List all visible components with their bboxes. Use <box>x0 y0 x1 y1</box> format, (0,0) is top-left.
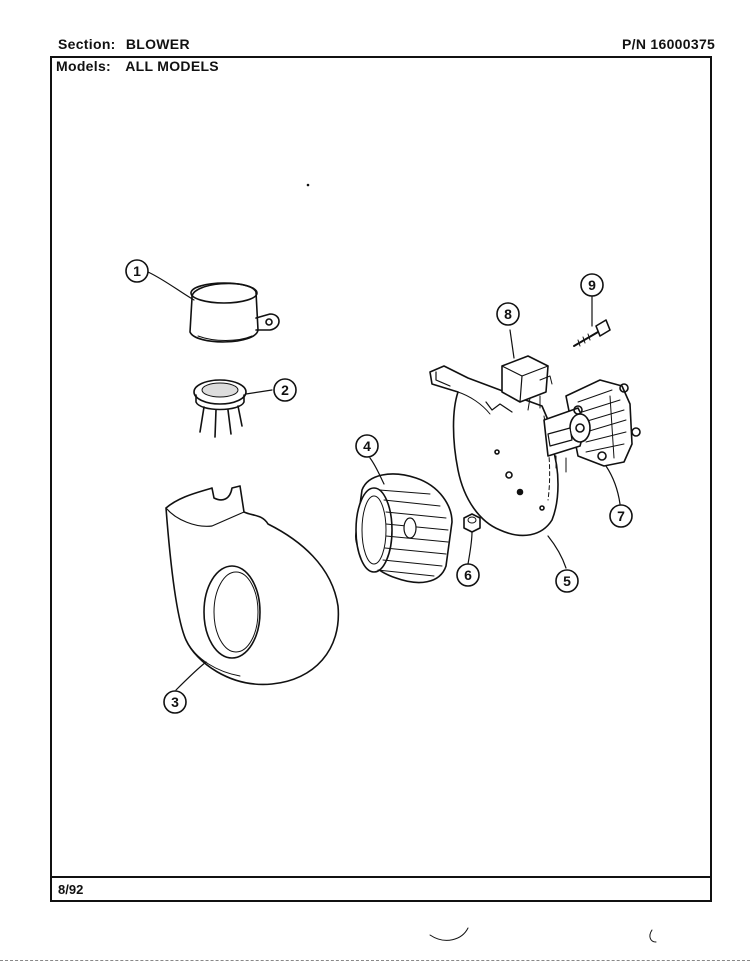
callout-3-label: 3 <box>171 694 179 710</box>
callout-9: 9 <box>580 273 604 297</box>
callout-3: 3 <box>163 690 187 714</box>
part-6-nut <box>463 513 481 533</box>
callout-8: 8 <box>496 302 520 326</box>
callout-8-label: 8 <box>504 306 512 322</box>
section-label: Section: <box>58 36 116 52</box>
part-7-motor <box>543 379 641 473</box>
callout-1: 1 <box>125 259 149 283</box>
section-value: BLOWER <box>125 36 190 52</box>
leader-lines <box>147 271 621 691</box>
callout-4-label: 4 <box>363 438 371 454</box>
revision-date: 8/92 <box>58 882 84 897</box>
part-8-switch <box>501 355 553 411</box>
models-heading: Models: ALL MODELS <box>56 58 219 74</box>
callout-2-label: 2 <box>281 382 289 398</box>
callout-5: 5 <box>555 569 579 593</box>
callout-2: 2 <box>273 378 297 402</box>
callout-7-label: 7 <box>617 508 625 524</box>
callout-6: 6 <box>456 563 480 587</box>
part-1-cap <box>189 282 280 343</box>
scan-marks <box>306 183 657 943</box>
callout-5-label: 5 <box>563 573 571 589</box>
part-3-blower-housing <box>165 485 340 686</box>
part-number: P/N 16000375 <box>622 36 716 52</box>
callout-7: 7 <box>609 504 633 528</box>
part-2-sensor <box>193 379 247 438</box>
section-heading: Section: BLOWER <box>58 36 190 52</box>
callout-6-label: 6 <box>464 567 472 583</box>
part-4-blower-wheel <box>355 473 453 584</box>
callout-9-label: 9 <box>588 277 596 293</box>
page-edge-rule <box>0 960 750 961</box>
models-label: Models: <box>56 58 111 74</box>
callout-1-label: 1 <box>133 263 141 279</box>
diagram-frame <box>50 56 712 902</box>
part-9-screw <box>573 319 611 347</box>
models-value: ALL MODELS <box>125 58 219 74</box>
footer-divider <box>50 876 712 878</box>
callout-4: 4 <box>355 434 379 458</box>
